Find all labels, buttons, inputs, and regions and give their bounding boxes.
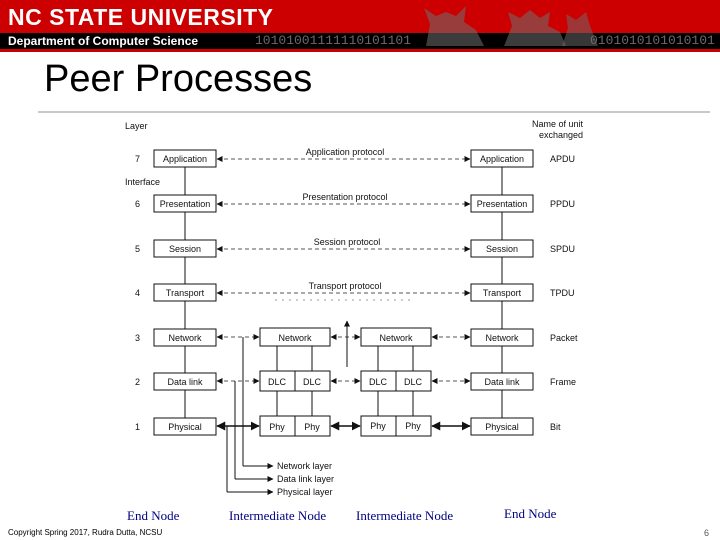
- osi-peer-process-diagram: Layer Name of unit exchanged Interface 7…: [125, 117, 591, 500]
- peer-protocol-label: Session protocol: [314, 237, 381, 247]
- unit-name: APDU: [550, 154, 575, 164]
- subnet-protocol-label: Data link layer: [277, 474, 334, 484]
- header-banner: NC STATE UNIVERSITY Department of Comput…: [0, 0, 720, 52]
- router-phy-label: Phy: [405, 421, 421, 431]
- left-layer-label: Application: [163, 154, 207, 164]
- left-layer-label: Data link: [167, 377, 203, 387]
- router-dlc-label: DLC: [303, 377, 322, 387]
- left-layer-label: Session: [169, 244, 201, 254]
- binary-pattern-right: 0101010101010101: [590, 33, 715, 48]
- unit-name: Bit: [550, 422, 561, 432]
- university-logo: NC STATE UNIVERSITY: [8, 4, 274, 30]
- layer-number: 6: [135, 199, 140, 209]
- unit-column-header: exchanged: [539, 130, 583, 140]
- router-dlc-label: DLC: [268, 377, 287, 387]
- interface-label: Interface: [125, 177, 160, 187]
- layer-column-header: Layer: [125, 121, 148, 131]
- router-network-label: Network: [379, 333, 413, 343]
- peer-protocol-label: Transport protocol: [309, 281, 382, 291]
- wolf-icon: [504, 10, 566, 46]
- end-node-label: End Node: [127, 508, 180, 523]
- right-layer-label: Session: [486, 244, 518, 254]
- page-number: 6: [704, 528, 710, 538]
- router-dlc-label: DLC: [369, 377, 388, 387]
- right-layer-label: Physical: [485, 422, 519, 432]
- intermediate-node-label: Intermediate Node: [229, 508, 327, 523]
- subnet-protocol-label: Physical layer: [277, 487, 333, 497]
- title-divider: [38, 111, 710, 113]
- wolf-icon: [562, 12, 598, 46]
- unit-name: Packet: [550, 333, 578, 343]
- unit-name: PPDU: [550, 199, 575, 209]
- router-network-box: [259, 327, 331, 347]
- left-layer-label: Network: [168, 333, 202, 343]
- router-network-box: [360, 327, 432, 347]
- router-network-label: Network: [278, 333, 312, 343]
- right-layer-label: Transport: [483, 288, 522, 298]
- peer-protocol-label: Application protocol: [306, 147, 385, 157]
- layer-number: 2: [135, 377, 140, 387]
- department-name: Department of Computer Science: [8, 34, 199, 48]
- layer-number: 1: [135, 422, 140, 432]
- copyright-footer: Copyright Spring 2017, Rudra Dutta, NCSU: [8, 528, 163, 537]
- unit-column-header: Name of unit: [532, 119, 584, 129]
- end-node-label: End Node: [504, 506, 557, 521]
- peer-protocol-label: Presentation protocol: [302, 192, 387, 202]
- right-layer-label: Presentation: [477, 199, 528, 209]
- wolf-icon: [424, 6, 484, 46]
- right-layer-label: Application: [480, 154, 524, 164]
- page-title: Peer Processes: [44, 58, 313, 100]
- layer-number: 7: [135, 154, 140, 164]
- subnet-protocol-label: Network layer: [277, 461, 332, 471]
- left-layer-label: Transport: [166, 288, 205, 298]
- router-phy-label: Phy: [370, 421, 386, 431]
- router-phy-label: Phy: [269, 422, 285, 432]
- right-layer-label: Network: [485, 333, 519, 343]
- layer-number: 5: [135, 244, 140, 254]
- layer-number: 3: [135, 333, 140, 343]
- binary-pattern-left: 10101001111110101101: [255, 33, 412, 48]
- router-dlc-label: DLC: [404, 377, 423, 387]
- unit-name: TPDU: [550, 288, 575, 298]
- left-layer-label: Presentation: [160, 199, 211, 209]
- intermediate-node-label: Intermediate Node: [356, 508, 454, 523]
- layer-number: 4: [135, 288, 140, 298]
- unit-name: SPDU: [550, 244, 575, 254]
- unit-name: Frame: [550, 377, 576, 387]
- right-layer-label: Data link: [484, 377, 520, 387]
- left-layer-label: Physical: [168, 422, 202, 432]
- router-phy-label: Phy: [304, 422, 320, 432]
